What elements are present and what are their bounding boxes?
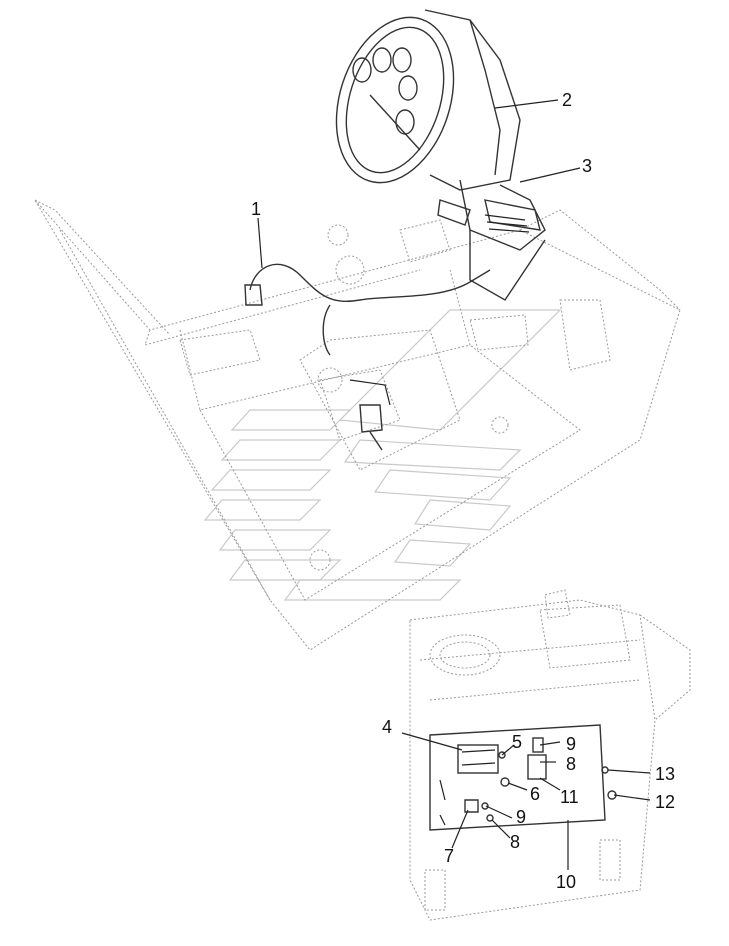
steering-assembly: [335, 9, 546, 301]
watermark-logo: [203, 309, 562, 601]
leader-lines: [257, 99, 651, 870]
callout-9-upper: 9: [566, 734, 576, 754]
callout-9-lower: 9: [516, 807, 526, 827]
callout-12: 12: [655, 792, 675, 812]
callout-2: 2: [562, 90, 572, 110]
callout-5: 5: [512, 732, 522, 752]
callout-3: 3: [582, 156, 592, 176]
callout-labels: 1 2 3 4 5 9 8 6 11 13 12 9 8 7 10: [251, 90, 675, 892]
floor-plate: [34, 199, 681, 651]
callout-1: 1: [251, 199, 261, 219]
callout-10: 10: [556, 872, 576, 892]
wire-harness: [244, 263, 491, 451]
callout-8-upper: 8: [566, 754, 576, 774]
callout-4: 4: [382, 717, 392, 737]
callout-7: 7: [444, 846, 454, 866]
callout-8-lower: 8: [510, 832, 520, 852]
detail-view: [409, 589, 691, 921]
callout-6: 6: [530, 784, 540, 804]
callout-13: 13: [655, 764, 675, 784]
callout-11: 11: [560, 787, 579, 807]
